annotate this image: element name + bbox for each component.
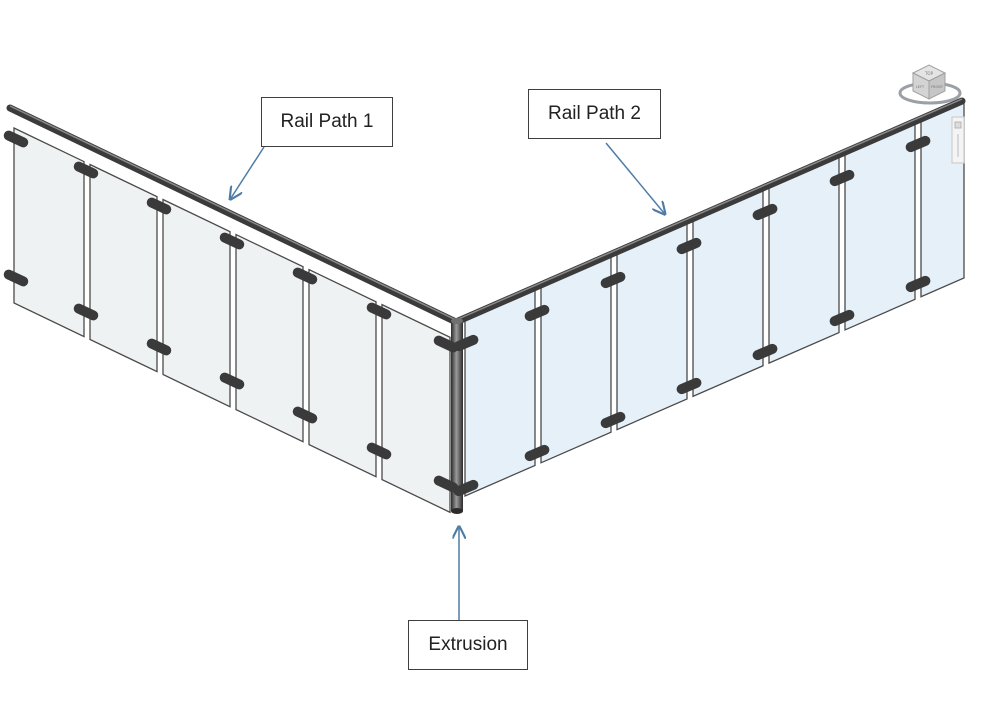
glass-clamp — [146, 338, 172, 356]
glass-clamp — [676, 237, 702, 255]
handrail-left — [6, 104, 460, 326]
callout-rail-path-1-label: Rail Path 1 — [280, 111, 374, 132]
callout-rail-path-2-label: Rail Path 2 — [548, 103, 641, 124]
glass-panel-right — [616, 222, 688, 431]
glass-clamp — [73, 161, 99, 179]
glass-clamp — [524, 304, 550, 322]
glass-panel-left — [381, 303, 451, 514]
glass-clamp — [433, 335, 459, 353]
glass-clamp — [752, 203, 778, 221]
glass-clamp — [453, 479, 479, 497]
glass-panel-right — [464, 289, 536, 497]
glass-panel-right — [768, 156, 840, 365]
glass-clamp — [73, 303, 99, 321]
handrail-right — [452, 97, 966, 326]
arrow-rail-path-2 — [605, 142, 664, 213]
glass-clamp — [3, 269, 29, 287]
glass-panel-right — [692, 189, 764, 398]
corner-post — [451, 318, 463, 514]
glass-clamp — [600, 411, 626, 429]
glass-clamp — [676, 377, 702, 395]
glass-clamp — [3, 130, 29, 148]
callout-extrusion-label: Extrusion — [428, 634, 508, 655]
glass-clamp — [292, 267, 318, 285]
glass-clamp — [600, 271, 626, 289]
glass-clamp — [829, 309, 855, 327]
callout-rail-path-2: Rail Path 2 — [528, 89, 661, 139]
glass-clamp — [905, 135, 931, 153]
glass-clamp — [146, 197, 172, 215]
glass-clamp — [292, 406, 318, 424]
glass-clamp — [752, 343, 778, 361]
glass-clamp — [219, 232, 245, 250]
glass-clamp — [219, 372, 245, 390]
glass-clamp — [366, 302, 392, 320]
glass-clamp — [366, 442, 392, 460]
glass-clamp — [433, 475, 459, 493]
glass-clamps — [3, 130, 931, 497]
glass-panel-right — [540, 256, 612, 464]
glass-panel-right — [844, 123, 916, 331]
viewcube-top-face: TOP — [924, 71, 934, 76]
glass-clamp — [524, 444, 550, 462]
left-glass-panels — [13, 126, 451, 514]
right-glass-panels — [464, 101, 965, 497]
callout-extrusion: Extrusion — [408, 620, 528, 670]
viewcube-left-face: LEFT — [916, 85, 925, 89]
arrow-rail-path-1 — [231, 146, 265, 198]
viewcube-front-face: FRONT — [931, 85, 944, 89]
glass-clamp — [829, 169, 855, 187]
glass-panel-left — [235, 233, 304, 443]
callout-rail-path-1: Rail Path 1 — [261, 97, 393, 147]
callout-arrows — [231, 142, 664, 620]
navigation-bar[interactable] — [951, 116, 965, 164]
glass-panel-left — [13, 126, 85, 338]
glass-clamp — [453, 334, 479, 352]
glass-panel-left — [308, 268, 377, 478]
glass-panel-left — [89, 163, 158, 373]
handrails — [6, 97, 966, 326]
viewcube-icon[interactable]: TOP LEFT FRONT — [898, 64, 962, 105]
glass-clamp — [905, 275, 931, 293]
glass-panel-left — [162, 198, 231, 408]
